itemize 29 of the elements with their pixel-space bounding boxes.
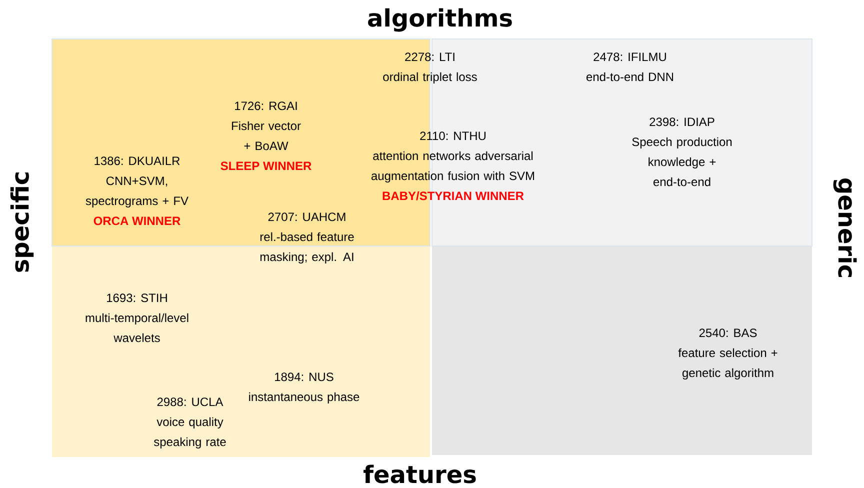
axis-label: generic bbox=[833, 178, 857, 277]
axis-label: features bbox=[364, 464, 476, 484]
entry-title: 2398: IDIAP bbox=[650, 118, 714, 126]
axis-label: algorithms bbox=[368, 8, 512, 32]
entry-description: Fisher vector + BoAW bbox=[232, 121, 301, 150]
entry-description: Speech production knowledge + end-to-end bbox=[632, 137, 732, 186]
entry-description: end-to-end DNN bbox=[586, 72, 674, 82]
entry-description: attention networks adversarial augmentation fusion with SVM bbox=[371, 151, 534, 182]
entry-description: multi-temporal/level wavelets bbox=[86, 313, 188, 342]
entry-title: 2478: IFILMU bbox=[594, 52, 666, 62]
entry-title: 2988: UCLA bbox=[157, 398, 224, 406]
winner-label: ORCA WINNER bbox=[94, 216, 180, 226]
entry-title: 2278: LTI bbox=[405, 52, 454, 62]
entry-title: 2540: BAS bbox=[699, 328, 757, 338]
entry-title: 2110: NTHU bbox=[420, 132, 486, 140]
entry-description: ordinal triplet loss bbox=[383, 72, 477, 84]
axis-label: specific bbox=[10, 172, 34, 272]
winner-label: BABY/STYRIAN WINNER bbox=[382, 191, 524, 200]
entry-description: rel.-based feature masking; expl. AI bbox=[260, 232, 354, 264]
entry-description: CNN+SVM, spectrograms + FV bbox=[86, 176, 188, 208]
entry-description: instantaneous phase bbox=[249, 392, 360, 404]
winner-label: SLEEP WINNER bbox=[220, 162, 312, 170]
entry-title: 1894: NUS bbox=[275, 372, 334, 382]
entry-description: feature selection + genetic algorithm bbox=[678, 348, 778, 380]
entry-title: 1726: RGAI bbox=[235, 102, 297, 110]
entry-description: voice quality speaking rate bbox=[154, 417, 226, 448]
entry-title: 1386: DKUAILR bbox=[94, 156, 180, 166]
entry-title: 2707: UAHCM bbox=[268, 212, 346, 222]
entry-title: 1693: STIH bbox=[107, 294, 167, 302]
